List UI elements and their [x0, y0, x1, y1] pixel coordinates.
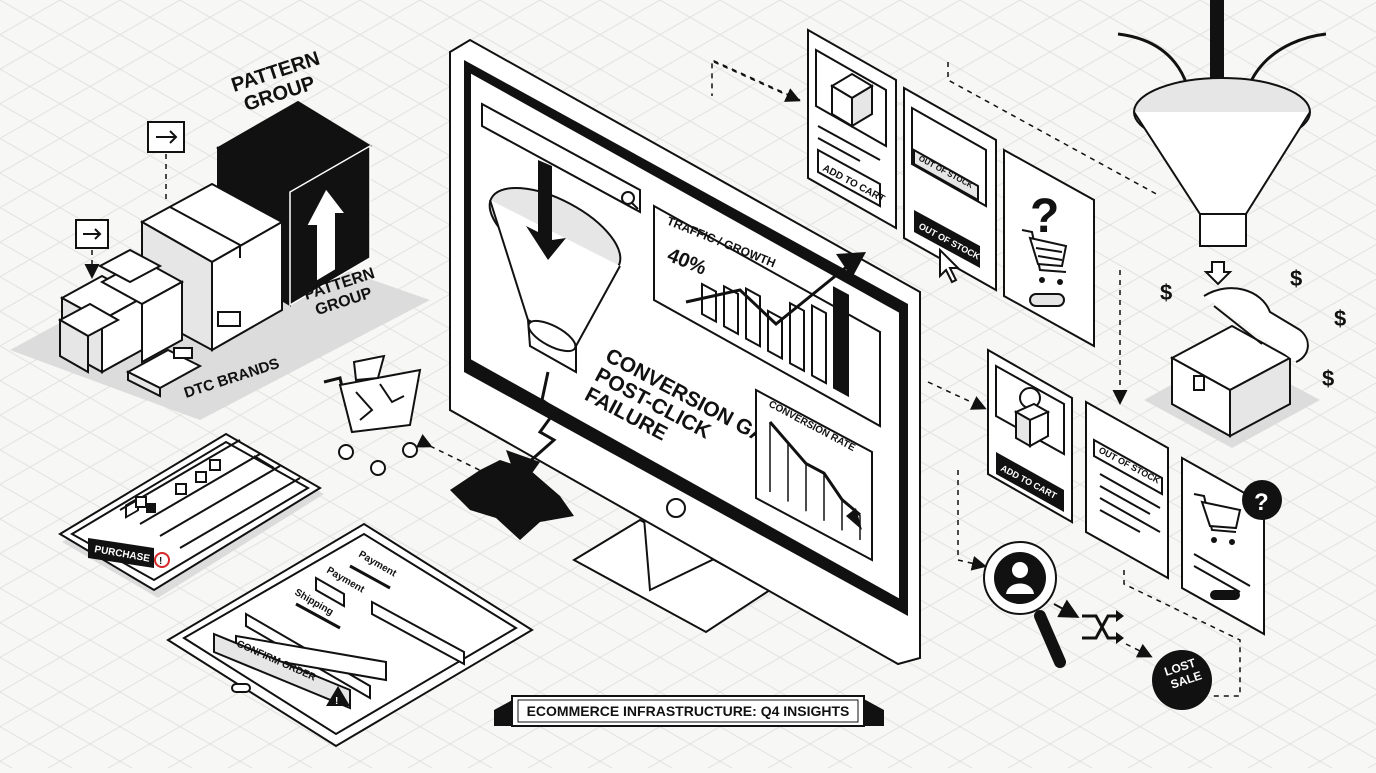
tablet: Payment Payment Shipping CONFIRM ORDER !: [166, 522, 534, 748]
dollar-icon: $: [1334, 306, 1346, 331]
product-card-out-of-stock: OUT OF STOCK OUT OF STOCK: [903, 86, 997, 292]
pattern-group-cluster: PATTERN GROUP PATTERN GROUP DTC BRANDS: [10, 48, 430, 420]
growth-bar: [833, 286, 849, 398]
growth-bars: [701, 282, 849, 398]
magnifier-user-icon: [983, 541, 1066, 668]
banner-title: ECOMMERCE INFRASTRUCTURE: Q4 INSIGHTS: [527, 703, 850, 719]
smartphone: PURCHASE !: [58, 432, 324, 598]
warning-icon: [326, 686, 350, 706]
traffic-funnel-icon: [1117, 0, 1327, 286]
conversion-trend-line: [768, 421, 861, 516]
warning-icon-mark: !: [335, 696, 338, 707]
funnel-icon: [450, 160, 622, 540]
alert-icon-mark: !: [159, 556, 162, 567]
monitor-camera: [683, 185, 689, 191]
desktop-monitor: TRAFFIC / GROWTH 40% CONVERSION GAP: POS…: [449, 38, 921, 666]
growth-trend-line: [685, 254, 861, 326]
down-arrow-icon: [1203, 261, 1233, 286]
conversion-arrowhead: [846, 508, 862, 530]
out-of-stock-badge: [913, 148, 979, 202]
monitor-power-button: [666, 498, 686, 518]
brand-box-small-stack: [57, 248, 203, 398]
cursor-icon: [939, 247, 961, 284]
product-card-add-to-cart-2: ADD TO CART: [987, 348, 1073, 524]
tablet-home-button: [231, 683, 251, 693]
growth-bar: [701, 282, 717, 324]
checklist: [119, 439, 301, 549]
add-to-cart-button-1[interactable]: [817, 148, 881, 208]
add-to-cart-button-2[interactable]: [996, 452, 1064, 512]
dollar-icon: $: [1290, 266, 1302, 291]
arrow-sign-1: [147, 121, 185, 200]
title-banner: ECOMMERCE INFRASTRUCTURE: Q4 INSIGHTS: [494, 695, 884, 727]
growth-bar: [723, 284, 739, 336]
product-card-unknown: ?: [1003, 148, 1095, 348]
out-of-stock-button[interactable]: [914, 210, 980, 268]
confirm-order-button[interactable]: [213, 632, 351, 710]
checkbox-icon: [195, 471, 207, 483]
svg-text:?: ?: [1254, 489, 1269, 516]
dollar-icon: $: [1160, 280, 1172, 305]
box-user-icon: [1013, 387, 1051, 448]
product-card-cart-question: ?: [1181, 456, 1282, 636]
growth-bar: [811, 303, 827, 385]
search-icon: [621, 191, 639, 210]
question-icon: [1242, 480, 1282, 520]
checkbox-icon: [146, 503, 156, 513]
purchase-button[interactable]: [88, 538, 154, 568]
product-cards-bottom: ADD TO CART OUT OF STOCK ?: [927, 348, 1282, 697]
growth-arrow-icon: [304, 186, 349, 284]
growth-arrowhead: [836, 252, 866, 278]
checkbox-icon: [175, 483, 187, 495]
growth-bar: [789, 301, 805, 373]
cart-icon: [1021, 229, 1068, 285]
shuffle-icon: [1082, 610, 1124, 644]
box-icon: [830, 72, 874, 128]
product-card-add-to-cart: ADD TO CART: [807, 28, 897, 230]
growth-bar: [745, 286, 761, 348]
product-card-out-of-stock-2: OUT OF STOCK: [1085, 400, 1169, 580]
lost-sale-badge: LOST SALE: [1152, 650, 1212, 710]
crack-hole-icon: [450, 460, 574, 540]
broken-cart-icon: [323, 354, 501, 481]
question-icon: ?: [1030, 190, 1059, 243]
dollar-icon: $: [1322, 366, 1334, 391]
arrow-right-icon: [83, 228, 102, 240]
product-cards-top: ADD TO CART OUT OF STOCK OUT OF STOCK ?: [711, 28, 1161, 405]
search-bar[interactable]: [481, 102, 641, 214]
checkbox-icon: [135, 496, 147, 508]
arrow-right-icon: [156, 130, 178, 144]
arrow-sign-2: [75, 219, 109, 279]
checkbox-icon: [209, 459, 221, 471]
cart-icon: [1193, 493, 1242, 545]
alert-icon: [154, 552, 170, 568]
treasure-chest-icon: $ $ $ $: [1144, 266, 1346, 448]
